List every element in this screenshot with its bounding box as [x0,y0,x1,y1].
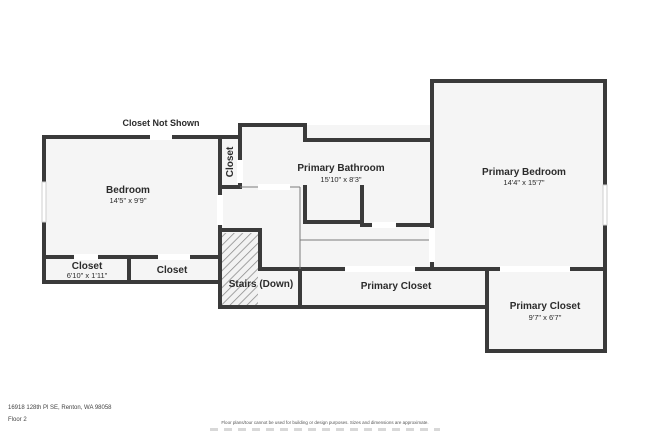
primary-closet-b-wall [485,267,607,353]
floor-label: Floor 2 [8,417,27,423]
stairs-hatch [221,233,258,307]
primary-closet-a-label: Primary Closet [361,281,432,292]
bedroom-label: Bedroom [106,185,150,196]
closet-b-label: Closet [157,265,188,276]
primary-bedroom-label: Primary Bedroom [482,167,566,178]
bedroom-dims: 14'5" x 9'9" [110,196,147,205]
closet-a-label: Closet [72,261,103,272]
door-openings [74,134,570,272]
bathroom-bottom-wall [360,185,434,227]
primary-bathroom-dims: 15'10" x 8'3" [320,175,361,184]
primary-closet-b-label: Primary Closet [510,301,581,312]
bathroom-top-wall [238,123,434,189]
footer-decoration [210,428,440,431]
stairs-wall [218,228,302,271]
closet-a-dims: 6'10" x 1'11" [67,271,108,280]
closet-not-shown-note: Closet Not Shown [123,118,200,128]
windows [41,181,608,226]
property-address: 16918 128th Pl SE, Renton, WA 98058 [8,405,112,411]
primary-closet-b-dims: 9'7" x 6'7" [529,313,562,322]
labels: Closet Not Shown Bedroom 14'5" x 9'9" Cl… [67,118,581,322]
stairs-label: Stairs (Down) [229,279,293,290]
primary-bathroom-label: Primary Bathroom [297,163,384,174]
disclaimer-text: Floor plans/tour cannot be used for buil… [221,420,429,425]
primary-bedroom-dims: 14'4" x 15'7" [503,178,544,187]
closet-c-label: Closet [225,146,236,177]
